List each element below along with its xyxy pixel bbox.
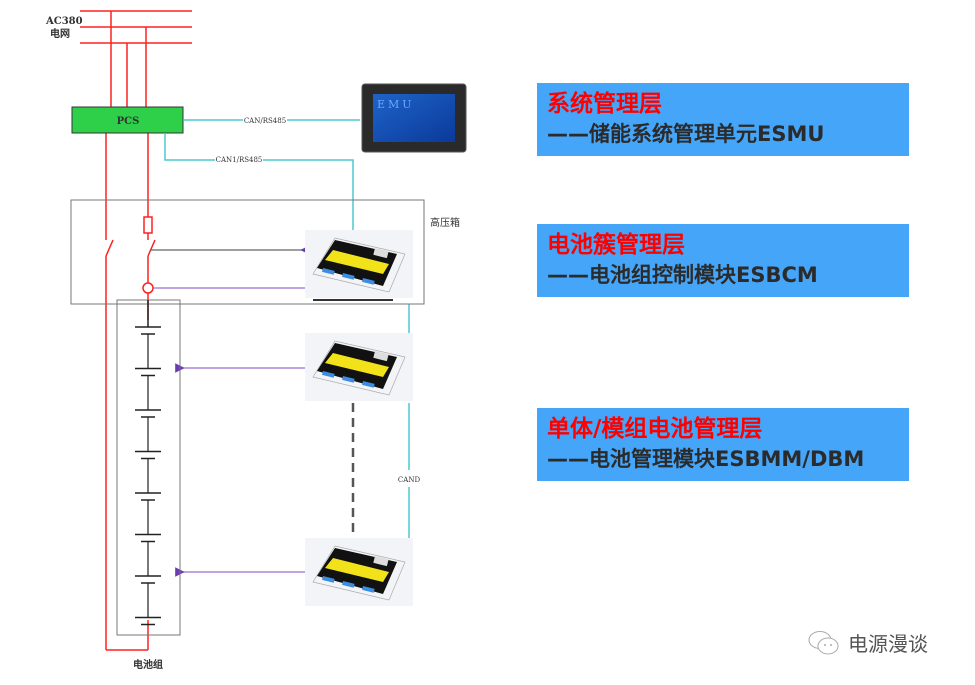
grid-label-cn: 电网 xyxy=(50,27,70,40)
emu-screen-text: EMU xyxy=(377,98,415,111)
bmm-module xyxy=(305,538,413,606)
grid-bus xyxy=(80,10,192,651)
layer-title: 电池簇管理层 xyxy=(547,232,685,258)
layer-cluster-management: 电池簇管理层 ——电池组控制模块ESBCM xyxy=(537,224,909,297)
layer-subtitle: ——电池管理模块ESBMM/DBM xyxy=(547,447,865,471)
watermark-text: 电源漫谈 xyxy=(848,632,928,656)
bcm-module xyxy=(305,230,413,298)
layer-title: 系统管理层 xyxy=(547,91,662,117)
layer-title: 单体/模组电池管理层 xyxy=(547,416,763,442)
bmm-module xyxy=(305,333,413,401)
hv-box xyxy=(70,199,425,305)
layer-subtitle: ——电池组控制模块ESBCM xyxy=(547,263,818,287)
pcs-label: PCS xyxy=(117,116,140,127)
layer-module-management: 单体/模组电池管理层 ——电池管理模块ESBMM/DBM xyxy=(537,408,909,481)
battery-label: 电池组 xyxy=(133,658,163,671)
pcs-block xyxy=(71,106,184,134)
link-label-can1-rs485: CAN1/RS485 xyxy=(216,156,263,164)
comm-lines xyxy=(164,119,410,538)
watermark: 电源漫谈 xyxy=(808,628,928,657)
link-label-can-rs485: CAN/RS485 xyxy=(244,117,286,125)
battery-cells xyxy=(135,300,161,626)
emu-screen: EMU xyxy=(361,83,467,153)
hv-box-label: 高压箱 xyxy=(430,216,460,229)
wechat-icon xyxy=(808,630,839,654)
grid-label: AC380 xyxy=(45,16,83,27)
link-label-cand: CAND xyxy=(398,476,421,484)
layer-system-management: 系统管理层 ——储能系统管理单元ESMU xyxy=(537,83,909,156)
layer-subtitle: ——储能系统管理单元ESMU xyxy=(547,122,825,146)
